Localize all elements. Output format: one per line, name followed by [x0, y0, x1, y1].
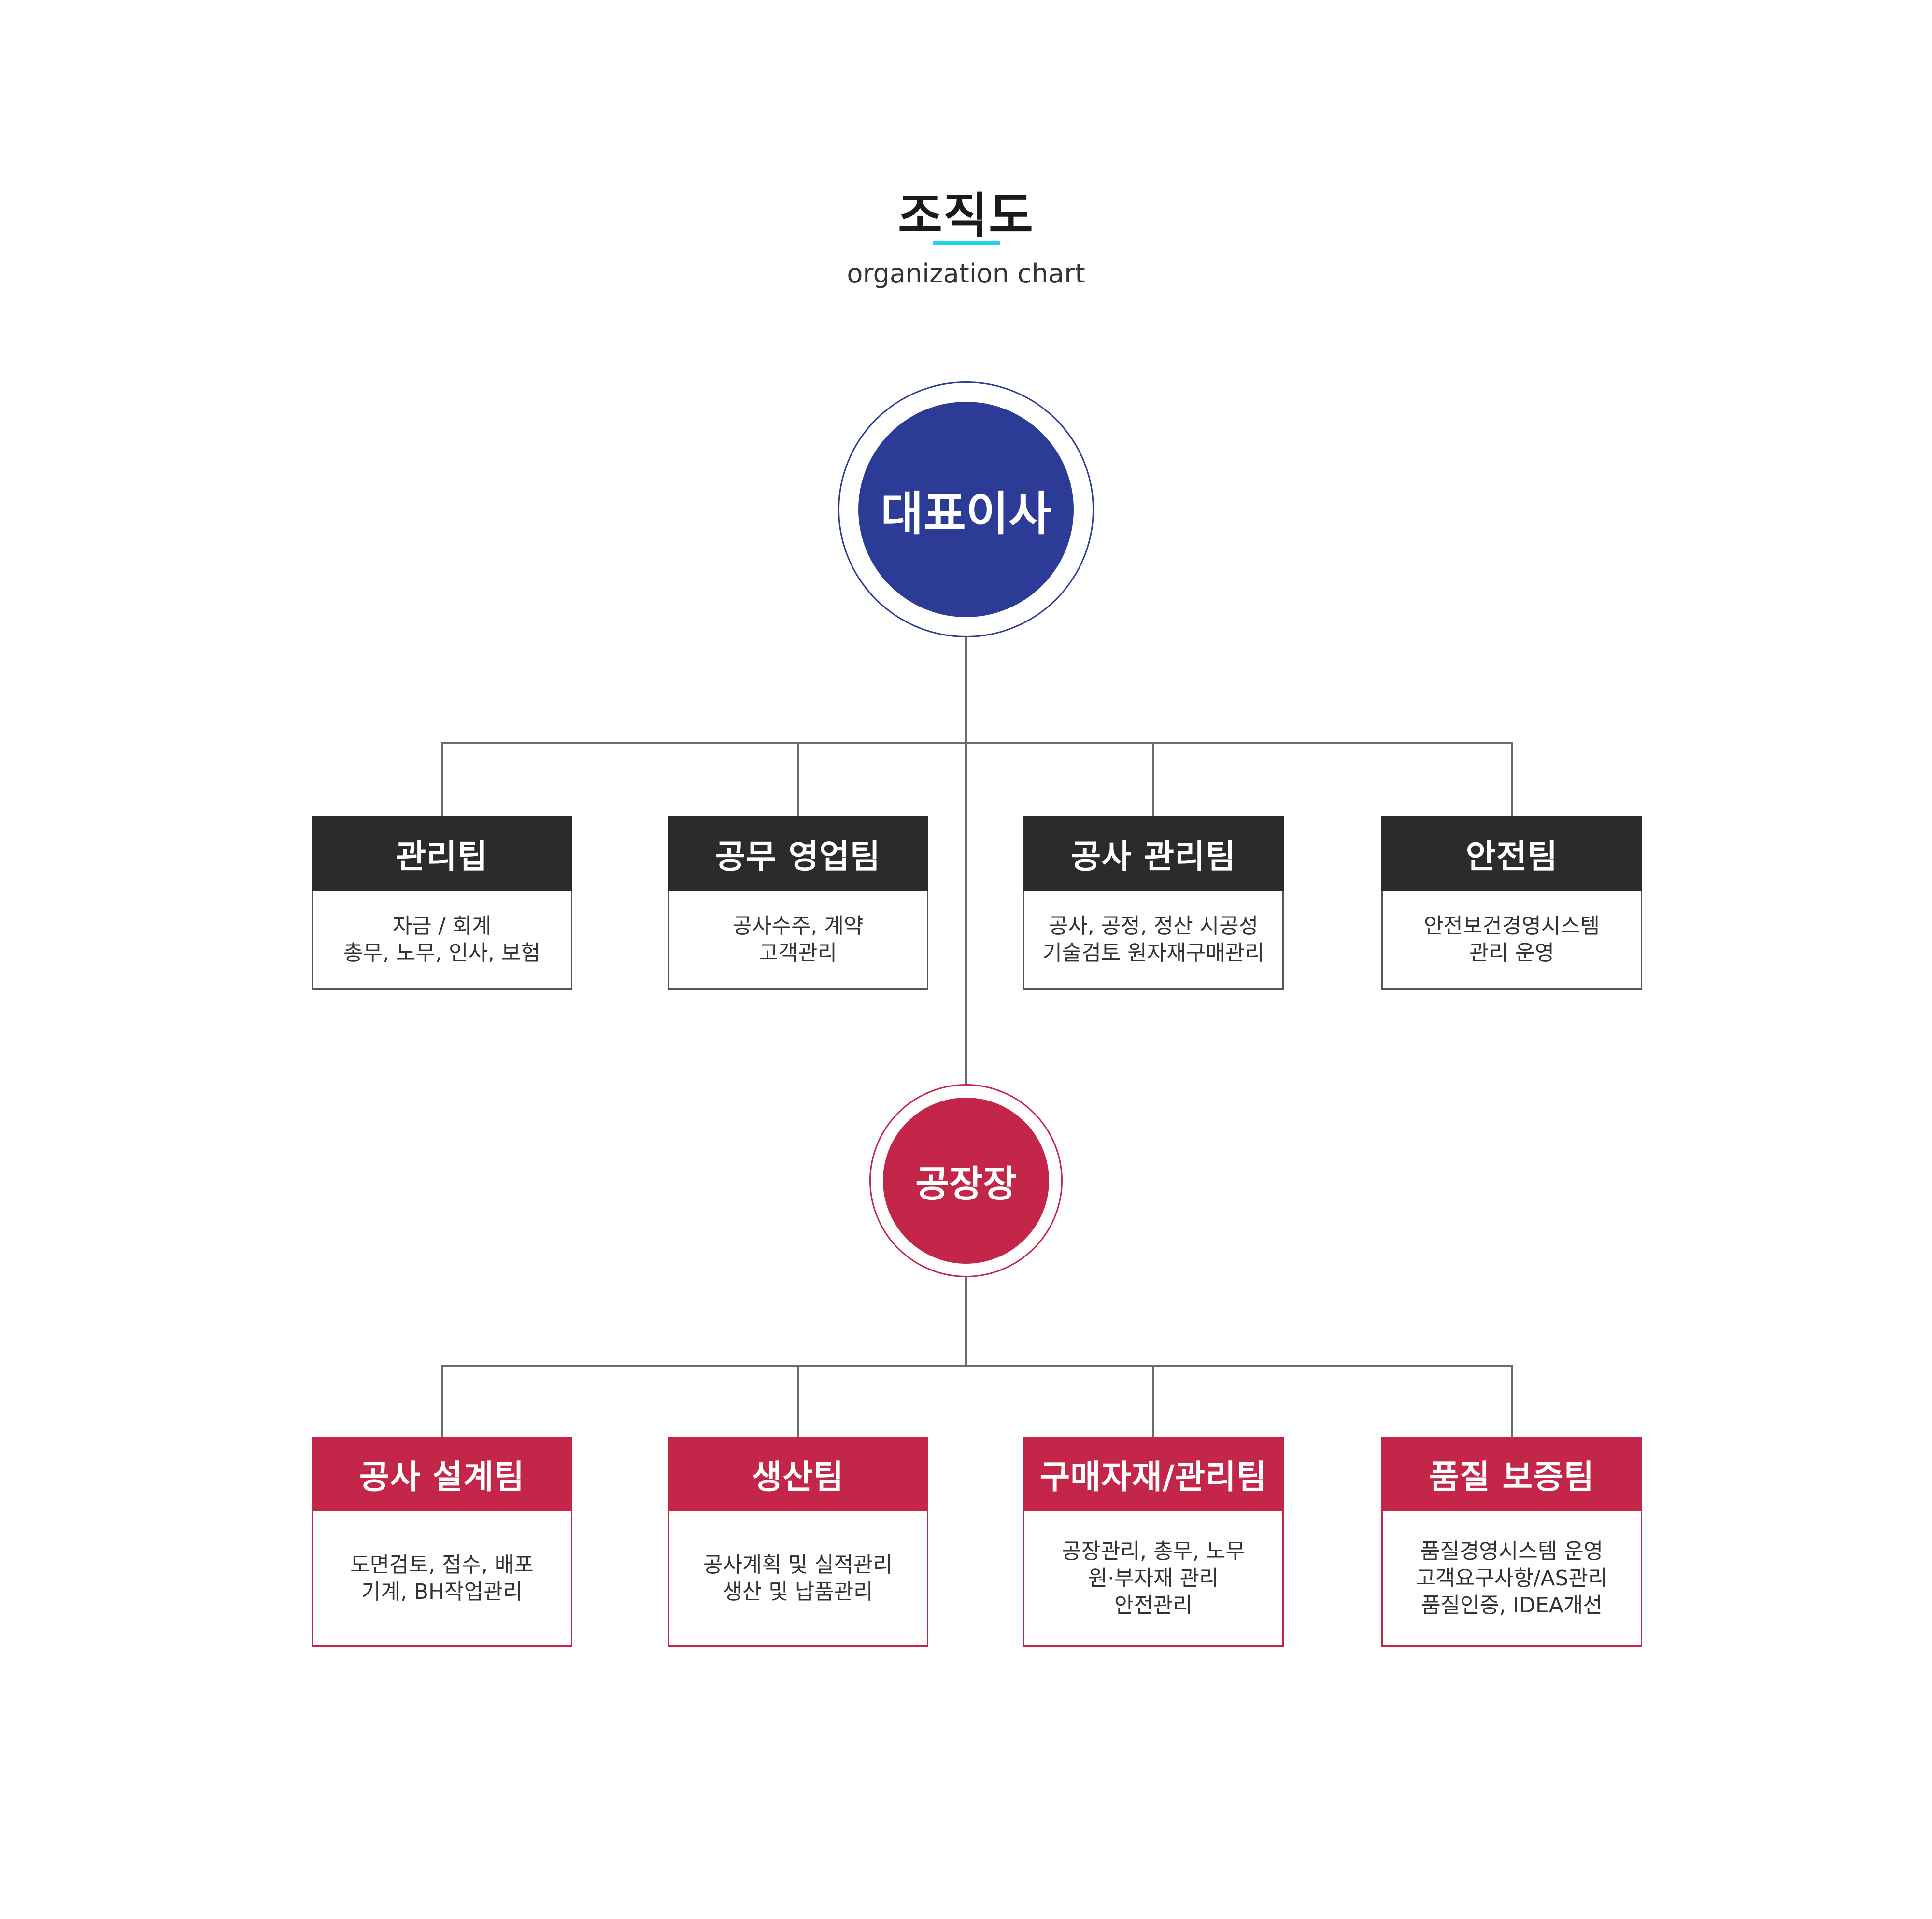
team-box-construction-management: 공사 관리팀 공사, 공정, 정산 시공성 기술검토 원자재구매관리 — [1023, 816, 1284, 990]
team-duties: 공사계획 및 실적관리 생산 및 납품관리 — [669, 1511, 927, 1645]
connector-drop-8 — [1511, 1365, 1513, 1437]
duty-line: 관리 운영 — [1469, 941, 1554, 965]
connector-top-bus — [441, 742, 1513, 744]
team-name: 생산팀 — [668, 1437, 928, 1511]
page-title: 조직도 — [898, 187, 1034, 244]
connector-factory-down — [965, 1277, 967, 1366]
team-name: 관리팁 — [312, 816, 572, 891]
duty-line: 공사계획 및 실적관리 — [703, 1552, 893, 1577]
team-name: 안전팀 — [1381, 816, 1642, 891]
duty-line: 공사수주, 계약 — [732, 914, 864, 938]
team-duties: 품질경영시스템 운영 고객요구사항/AS관리 품질인증, IDEA개선 — [1383, 1511, 1641, 1645]
connector-drop-2 — [797, 742, 799, 816]
team-name: 품질 보증팀 — [1381, 1437, 1642, 1511]
factory-manager-node: 공장장 — [883, 1098, 1049, 1264]
connector-drop-7 — [1152, 1365, 1154, 1437]
duty-line: 기술검토 원자재구매관리 — [1042, 941, 1264, 965]
team-box-design: 공사 설계팀 도면검토, 접수, 배포 기계, BH작업관리 — [312, 1437, 572, 1647]
duty-line: 공사, 공정, 정산 시공성 — [1048, 914, 1259, 938]
duty-line: 고객요구사항/AS관리 — [1416, 1566, 1608, 1591]
team-name: 구매자재/관리팀 — [1023, 1437, 1284, 1511]
duty-line: 생산 및 납품관리 — [723, 1579, 873, 1604]
team-name: 공무 영업팀 — [668, 816, 928, 891]
duty-line: 고객관리 — [759, 941, 837, 965]
team-duties: 공사, 공정, 정산 시공성 기술검토 원자재구매관리 — [1024, 891, 1282, 988]
duty-line: 자금 / 회계 — [392, 914, 492, 938]
team-duties: 공장관리, 총무, 노무 원·부자재 관리 안전관리 — [1024, 1511, 1282, 1645]
duty-line: 품질경영시스템 운영 — [1420, 1538, 1604, 1564]
duty-line: 도면검토, 접수, 배포 — [350, 1552, 534, 1577]
connector-drop-1 — [441, 742, 443, 816]
team-box-purchasing: 구매자재/관리팀 공장관리, 총무, 노무 원·부자재 관리 안전관리 — [1023, 1437, 1284, 1647]
team-name: 공사 관리팀 — [1023, 816, 1284, 891]
connector-ceo-down — [965, 637, 967, 1084]
connector-drop-5 — [441, 1365, 443, 1437]
connector-drop-6 — [797, 1365, 799, 1437]
team-box-production: 생산팀 공사계획 및 실적관리 생산 및 납품관리 — [668, 1437, 928, 1647]
team-name: 공사 설계팀 — [312, 1437, 572, 1511]
duty-line: 공장관리, 총무, 노무 — [1062, 1538, 1245, 1564]
team-box-quality: 품질 보증팀 품질경영시스템 운영 고객요구사항/AS관리 품질인증, IDEA… — [1381, 1437, 1642, 1647]
duty-line: 총무, 노무, 인사, 보험 — [343, 941, 540, 965]
connector-drop-3 — [1152, 742, 1154, 816]
duty-line: 품질인증, IDEA개선 — [1421, 1593, 1603, 1618]
title-underline — [933, 241, 1000, 245]
page-subtitle: organization chart — [847, 258, 1085, 289]
connector-bottom-bus — [441, 1365, 1513, 1367]
team-duties: 안전보건경영시스템 관리 운영 — [1383, 891, 1641, 988]
duty-line: 원·부자재 관리 — [1088, 1566, 1219, 1591]
team-box-management: 관리팁 자금 / 회계 총무, 노무, 인사, 보험 — [312, 816, 572, 990]
team-duties: 자금 / 회계 총무, 노무, 인사, 보험 — [313, 891, 571, 988]
team-box-public-sales: 공무 영업팀 공사수주, 계약 고객관리 — [668, 816, 928, 990]
team-duties: 공사수주, 계약 고객관리 — [669, 891, 927, 988]
duty-line: 안전관리 — [1114, 1593, 1193, 1618]
duty-line: 안전보건경영시스템 — [1423, 914, 1600, 938]
team-duties: 도면검토, 접수, 배포 기계, BH작업관리 — [313, 1511, 571, 1645]
team-box-safety: 안전팀 안전보건경영시스템 관리 운영 — [1381, 816, 1642, 990]
duty-line: 기계, BH작업관리 — [361, 1579, 523, 1604]
ceo-node: 대표이사 — [858, 402, 1074, 617]
connector-drop-4 — [1511, 742, 1513, 816]
